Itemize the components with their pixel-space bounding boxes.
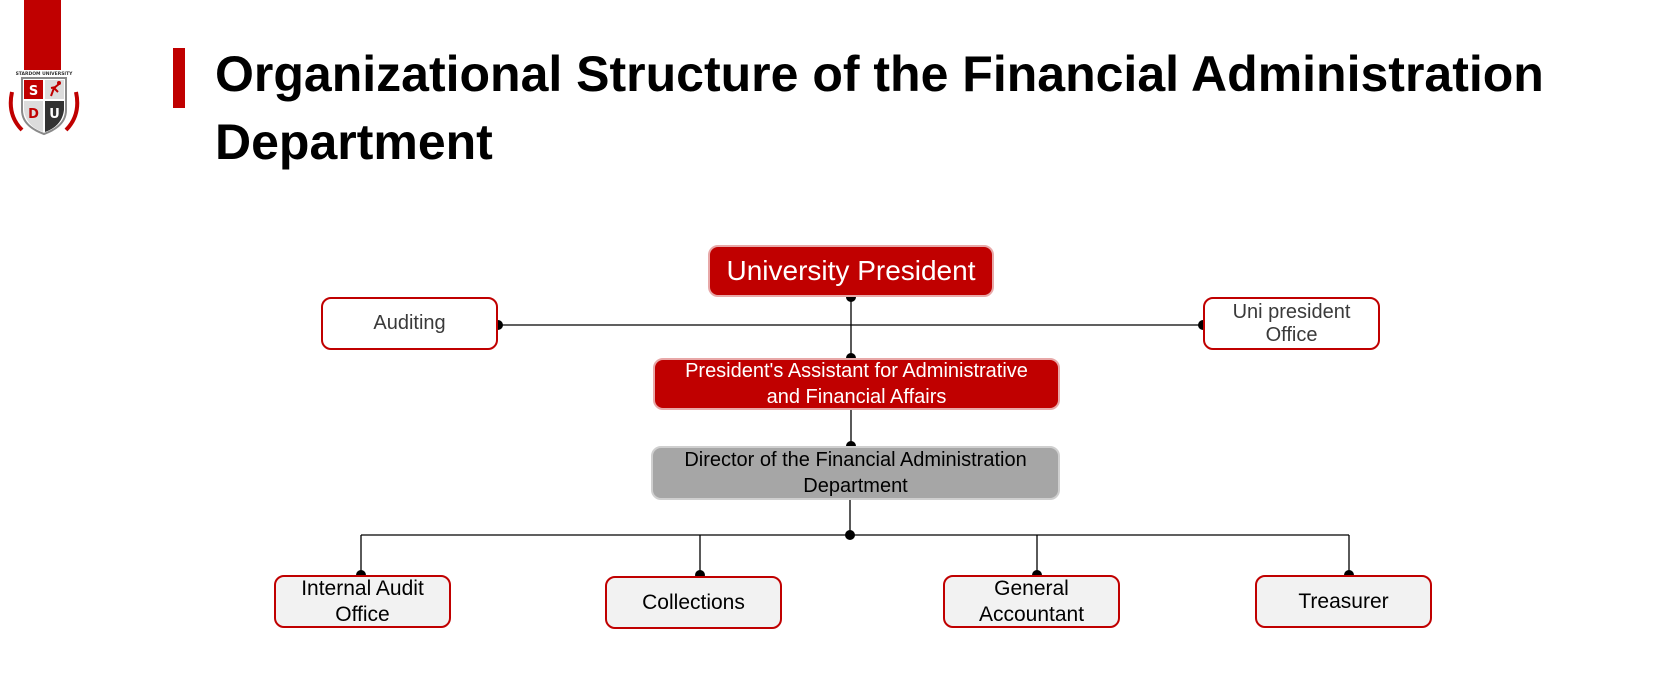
logo-letter-d: D (28, 107, 39, 122)
logo-letter-u: U (49, 107, 60, 122)
node-label: Treasurer (1298, 589, 1389, 613)
university-logo: S D U STARDOM UNIVERSITY (4, 70, 84, 138)
node-president-office: Uni president Office (1203, 297, 1380, 350)
node-label: University President (726, 255, 976, 286)
brand-accent-bar (24, 0, 61, 70)
node-university-president: University President (708, 245, 994, 297)
node-internal-audit-office: Internal Audit Office (274, 575, 451, 628)
node-label: Internal Audit Office (301, 576, 424, 626)
node-collections: Collections (605, 576, 782, 629)
node-label: Director of the Financial Administration… (684, 449, 1027, 497)
node-presidents-assistant: President's Assistant for Administrative… (653, 358, 1060, 410)
page-title: Organizational Structure of the Financia… (215, 46, 1544, 170)
node-general-accountant: General Accountant (943, 575, 1120, 628)
node-label: Auditing (373, 312, 446, 334)
node-label: Collections (642, 590, 745, 614)
logo-caption: STARDOM UNIVERSITY (16, 71, 74, 77)
node-auditing: Auditing (321, 297, 498, 350)
title-accent-bar (173, 48, 185, 108)
node-treasurer: Treasurer (1255, 575, 1432, 628)
node-label: Uni president Office (1232, 300, 1351, 346)
logo-letter-s: S (29, 84, 38, 99)
node-label: President's Assistant for Administrative… (685, 360, 1028, 408)
node-label: General Accountant (978, 576, 1085, 626)
node-financial-director: Director of the Financial Administration… (651, 446, 1060, 500)
